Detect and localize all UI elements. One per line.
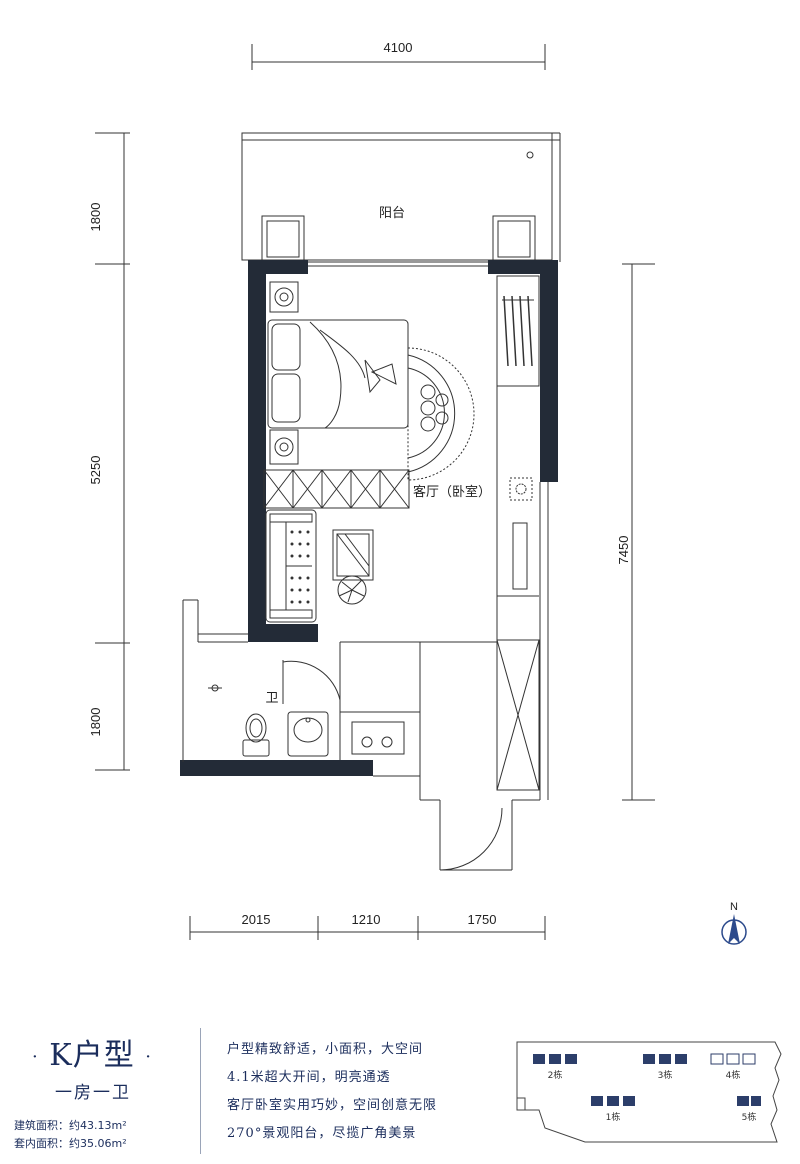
dim-bottom-2: 1210 xyxy=(352,912,381,927)
plant-icon xyxy=(337,575,367,605)
walls xyxy=(180,260,558,776)
coffee-table xyxy=(332,529,374,581)
bed xyxy=(267,281,409,465)
sofa-cushion-dots xyxy=(290,530,310,604)
dimension-lines xyxy=(95,44,655,940)
info-divider xyxy=(200,1028,201,1154)
room-living-label: 客厅（卧室） xyxy=(413,484,491,500)
room-balcony-label: 阳台 xyxy=(379,206,405,221)
site-building-4 xyxy=(710,1053,756,1065)
site-building-1 xyxy=(591,1096,635,1106)
dim-left-lower: 1800 xyxy=(88,708,103,737)
dim-right: 7450 xyxy=(616,536,631,565)
site-label-2: 2栋 xyxy=(548,1069,563,1081)
unit-type-name: K户型 xyxy=(49,1038,135,1073)
site-plan: 2栋 3栋 4栋 1栋 5栋 xyxy=(516,1041,782,1143)
compass-icon xyxy=(721,914,747,945)
interior-outlines xyxy=(182,275,549,871)
feature-3: 客厅卧室实用巧妙，空间创意无限 xyxy=(227,1098,438,1113)
storage-cabinet xyxy=(263,469,410,509)
room-bathroom-label: 卫 xyxy=(265,691,278,706)
site-building-2 xyxy=(533,1054,577,1064)
sofa xyxy=(265,509,317,623)
inner-area: 套内面积：约35.06m² xyxy=(14,1137,127,1150)
building-area: 建筑面积：约43.13m² xyxy=(14,1119,127,1132)
floor-plan: 4100 1800 5250 1800 7450 2015 1210 1750 … xyxy=(88,40,747,945)
site-building-5 xyxy=(737,1096,761,1106)
dim-bottom-3: 1750 xyxy=(468,912,497,927)
dim-bottom-1: 2015 xyxy=(242,912,271,927)
site-building-3 xyxy=(643,1054,687,1064)
site-label-1: 1栋 xyxy=(606,1111,621,1123)
compass-label: N xyxy=(730,901,738,913)
feature-2: 4.1米超大开间，明亮通透 xyxy=(227,1070,391,1085)
site-label-4: 4栋 xyxy=(726,1069,741,1081)
dim-left-middle: 5250 xyxy=(88,456,103,485)
balcony xyxy=(241,132,561,267)
round-rug xyxy=(407,347,475,481)
site-label-3: 3栋 xyxy=(658,1069,673,1081)
title-dot-right: · xyxy=(145,1046,152,1068)
unit-layout: 一房一卫 xyxy=(55,1083,131,1103)
unit-type-title: · K户型 · xyxy=(12,1030,172,1074)
unit-info-panel: · K户型 · 一房一卫 建筑面积：约43.13m² 套内面积：约35.06m²… xyxy=(0,1020,800,1164)
dim-top: 4100 xyxy=(384,40,413,55)
dim-left-upper: 1800 xyxy=(88,203,103,232)
feature-4: 270°景观阳台，尽揽广角美景 xyxy=(227,1126,417,1141)
site-label-5: 5栋 xyxy=(742,1111,757,1123)
feature-1: 户型精致舒适，小面积，大空间 xyxy=(227,1042,424,1057)
title-dot-left: · xyxy=(32,1046,39,1068)
